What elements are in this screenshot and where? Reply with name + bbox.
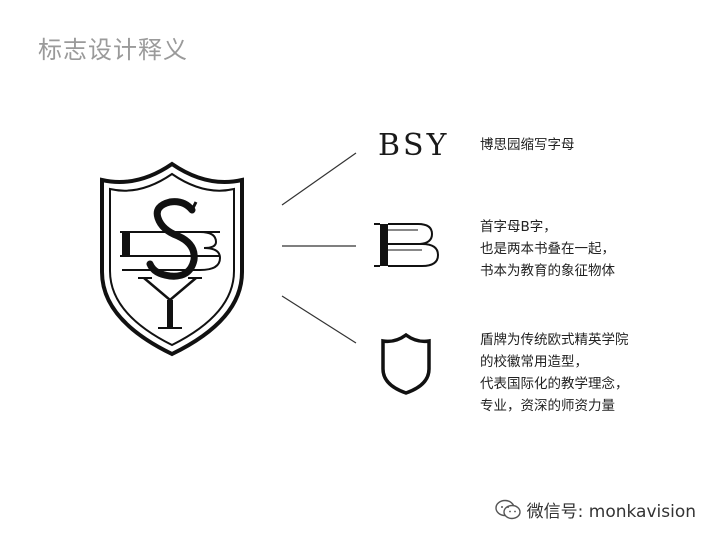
bsy-letters-icon: BSY bbox=[378, 128, 450, 163]
letter-b-books-icon bbox=[374, 223, 440, 267]
wechat-watermark: 微信号: monkavision bbox=[494, 497, 696, 522]
description-line: 博思园缩写字母 bbox=[480, 137, 575, 153]
shield-emblem-logo bbox=[100, 161, 244, 357]
page-title: 标志设计释义 bbox=[38, 36, 188, 64]
shield-outline-icon bbox=[381, 333, 431, 395]
description-line: 代表国际化的教学理念， bbox=[480, 376, 629, 392]
wechat-icon bbox=[494, 499, 521, 519]
description-line: 书本为教育的象征物体 bbox=[480, 263, 615, 279]
connector-line-bottom bbox=[281, 295, 357, 344]
description-letter-b: 首字母B字， 也是两本书叠在一起， 书本为教育的象征物体 bbox=[480, 216, 615, 282]
description-line: 也是两本书叠在一起， bbox=[480, 241, 615, 257]
connector-line-top bbox=[281, 152, 357, 206]
description-line: 盾牌为传统欧式精英学院 bbox=[480, 332, 629, 348]
watermark-text: 微信号: monkavision bbox=[526, 502, 696, 522]
description-bsy: 博思园缩写字母 bbox=[480, 134, 575, 156]
description-shield: 盾牌为传统欧式精英学院 的校徽常用造型， 代表国际化的教学理念， 专业，资深的师… bbox=[480, 329, 629, 417]
description-line: 专业，资深的师资力量 bbox=[480, 398, 615, 414]
description-line: 首字母B字， bbox=[480, 219, 557, 235]
description-line: 的校徽常用造型， bbox=[480, 354, 588, 370]
